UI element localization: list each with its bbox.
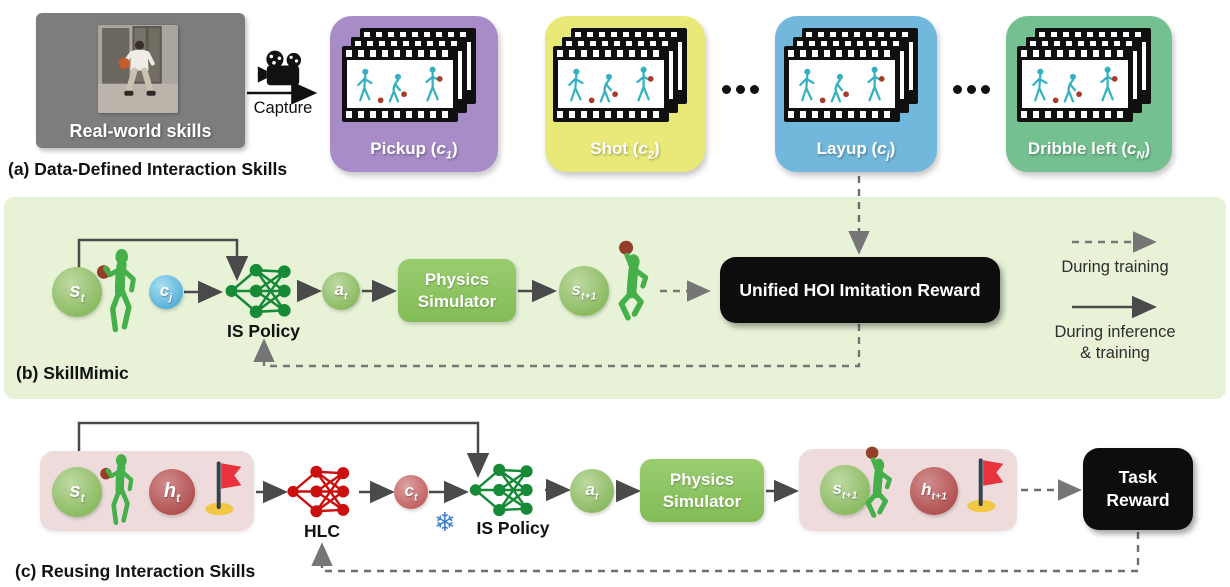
goal-node-ht: ht — [149, 469, 195, 515]
skill-card-layup: Layup (cj) — [775, 16, 937, 172]
is-policy-label-b: IS Policy — [227, 321, 300, 341]
goal-flag-icon — [962, 452, 1006, 521]
motion-skeleton-figures — [558, 60, 664, 108]
film-frame — [789, 60, 895, 108]
skill-card-label: Dribble left (cN) — [1027, 138, 1151, 161]
motion-skeleton-figures — [1022, 60, 1128, 108]
humanoid-figure-jumping — [848, 443, 898, 536]
section-a-label: (a) Data-Defined Interaction Skills — [8, 159, 288, 179]
skill-label-node-cj: cj — [149, 275, 183, 309]
unified-hoi-imitation-reward-box: Unified HOI Imitation Reward — [720, 257, 1000, 323]
goal-flag-icon — [200, 455, 244, 524]
skill-card-shot: Shot (c2) — [545, 16, 705, 172]
legend-during-training: During training — [1061, 258, 1169, 276]
film-strip-stack — [342, 28, 478, 124]
hlc-label: HLC — [304, 521, 340, 541]
skill-card-pickup: Pickup (c1) — [330, 16, 498, 172]
film-strip-stack — [1017, 28, 1153, 124]
film-frame — [558, 60, 664, 108]
ellipsis-dots — [953, 85, 990, 94]
section-c-label: (c) Reusing Interaction Skills — [15, 561, 256, 581]
film-strip-stack — [784, 28, 920, 124]
real-world-photo — [98, 25, 178, 113]
skill-card-label: Pickup (c1) — [370, 138, 458, 161]
photo-caption: Real-world skills — [69, 121, 212, 141]
ellipsis-dots — [722, 85, 759, 94]
is-policy-network-icon-b — [224, 262, 300, 325]
humanoid-figure-jumping — [599, 237, 655, 340]
humanoid-figure-standing — [96, 450, 142, 533]
state-node-st1-b: st+1 — [559, 266, 609, 316]
skill-label-node-ct: ct — [394, 475, 428, 509]
action-node-at-c: at — [570, 469, 614, 513]
motion-skeleton-figures — [789, 60, 895, 108]
skill-card-label: Layup (cj) — [816, 138, 896, 161]
state-node-st1-c: st+1 — [820, 465, 870, 515]
skill-card-label: Shot (c2) — [590, 138, 660, 161]
capture-label: Capture — [253, 99, 313, 117]
dashed-task-reward-to-hlc-feedback — [311, 532, 1140, 573]
frozen-snowflake-icon: ❄ — [434, 507, 456, 537]
film-frame — [347, 60, 453, 108]
is-policy-network-icon-c — [468, 462, 542, 523]
video-camera-icon — [256, 50, 310, 90]
humanoid-figure-standing — [92, 245, 146, 340]
motion-skeleton-figures — [347, 60, 453, 108]
basketball-player-photo-art — [98, 25, 178, 113]
hlc-network-icon — [286, 464, 358, 524]
real-world-photo-box: Real-world skills — [36, 13, 245, 148]
film-frame — [1022, 60, 1128, 108]
goal-node-ht1: ht+1 — [910, 467, 958, 515]
state-node-st-c: st — [52, 467, 102, 517]
legend-during-inference-training: During inference& training — [1054, 323, 1176, 362]
is-policy-label-c: IS Policy — [476, 518, 550, 538]
film-strip-stack — [553, 28, 689, 124]
action-node-at-b: at — [322, 272, 360, 310]
section-b-label: (b) SkillMimic — [16, 363, 129, 383]
skill-card-dribble-left: Dribble left (cN) — [1006, 16, 1172, 172]
